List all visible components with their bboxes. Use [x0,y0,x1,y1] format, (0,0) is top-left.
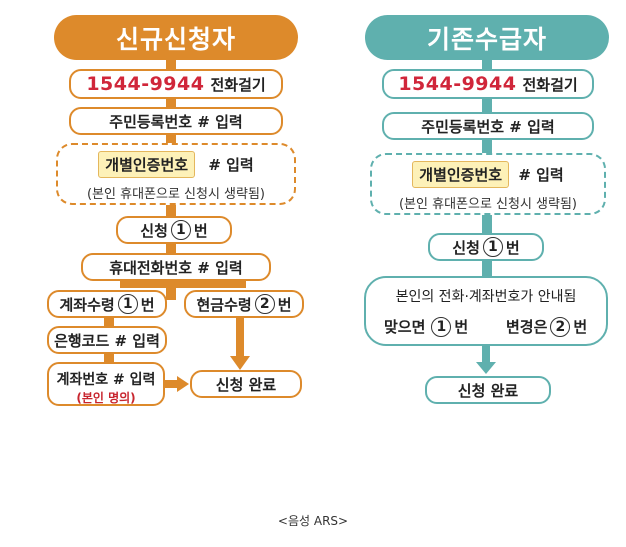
right-cert-box: 개별인증번호 # 입력 (본인 휴대폰으로 신청시 생략됨) [370,153,606,215]
left-bank-box: 은행코드 # 입력 [47,326,167,354]
left-account-no-label: 계좌번호 # 입력 [56,372,156,388]
right-call-label: 전화걸기 [522,75,578,94]
right-cert-note: (본인 휴대폰으로 신청시 생략됨) [398,197,578,212]
right-done-label: 신청 완료 [457,381,519,400]
right-header-title: 기존수급자 [426,24,547,54]
left-resident-box: 주민등록번호 # 입력 [69,107,283,135]
left-connector-split [120,278,246,288]
right-change-pre: 변경은 [506,318,548,336]
right-apply-box: 신청 1 번 [428,233,544,261]
right-apply-pre: 신청 [452,238,480,257]
right-call-box: 1544-9944 전화걸기 [382,69,594,99]
left-apply-num: 1 [170,220,191,240]
left-header-title: 신규신청자 [115,24,236,54]
left-apply-post: 번 [193,221,208,240]
left-done-label: 신청 완료 [215,375,277,394]
left-account-num: 1 [117,294,138,314]
left-arrow-right [177,376,189,392]
left-account-pre: 계좌수령 [59,295,115,314]
left-call-label: 전화걸기 [210,75,266,94]
caption: <음성 ARS> [277,514,349,528]
left-mobile-box: 휴대전화번호 # 입력 [81,253,271,281]
left-done-box: 신청 완료 [190,370,302,398]
right-cert-highlight: 개별인증번호 [412,161,510,188]
right-cert-input: # 입력 [518,166,564,184]
right-resident-label: 주민등록번호 # 입력 [421,117,555,136]
right-correct-pre: 맞으면 [384,318,426,336]
left-account-no-note: (본인 명의) [76,391,136,405]
left-account-post: 번 [140,295,155,314]
right-connector-bottom [482,346,490,366]
left-phone-number: 1544-9944 [86,73,205,95]
left-resident-label: 주민등록번호 # 입력 [109,112,243,131]
left-cert-highlight: 개별인증번호 [98,151,196,178]
left-arrow-down [230,356,250,370]
left-bank-label: 은행코드 # 입력 [54,331,160,350]
left-connector-cash [236,300,244,358]
left-mobile-label: 휴대전화번호 # 입력 [109,258,243,277]
left-cash-post: 번 [277,295,292,314]
left-apply-pre: 신청 [140,221,168,240]
right-change-post: 번 [573,318,588,336]
left-account-box: 계좌수령 1 번 [47,290,167,318]
right-header: 기존수급자 [365,15,609,60]
left-cert-note: (본인 휴대폰으로 신청시 생략됨) [86,187,266,202]
right-arrow-down [476,362,496,374]
right-correct-post: 번 [454,318,469,336]
left-cash-num: 2 [254,294,275,314]
left-cert-box: 개별인증번호 # 입력 (본인 휴대폰으로 신청시 생략됨) [56,143,296,205]
left-call-box: 1544-9944 전화걸기 [69,69,283,99]
right-apply-post: 번 [505,238,520,257]
right-correct-num: 1 [431,316,452,337]
right-done-box: 신청 완료 [425,376,551,404]
left-cash-pre: 현금수령 [196,295,252,314]
right-apply-num: 1 [482,237,503,257]
left-cash-box: 현금수령 2 번 [184,290,304,318]
right-resident-box: 주민등록번호 # 입력 [382,112,594,140]
right-notice-box: 본인의 전화·계좌번호가 안내됨 맞으면 1 번 변경은 2 번 [364,276,608,346]
left-header: 신규신청자 [54,15,298,60]
right-change-num: 2 [550,316,571,337]
left-cert-input: # 입력 [208,156,254,174]
left-apply-box: 신청 1 번 [116,216,232,244]
right-phone-number: 1544-9944 [398,73,517,95]
left-account-no-box: 계좌번호 # 입력 (본인 명의) [47,362,165,406]
left-connector-final [165,380,179,388]
right-notice-text: 본인의 전화·계좌번호가 안내됨 [395,289,577,305]
